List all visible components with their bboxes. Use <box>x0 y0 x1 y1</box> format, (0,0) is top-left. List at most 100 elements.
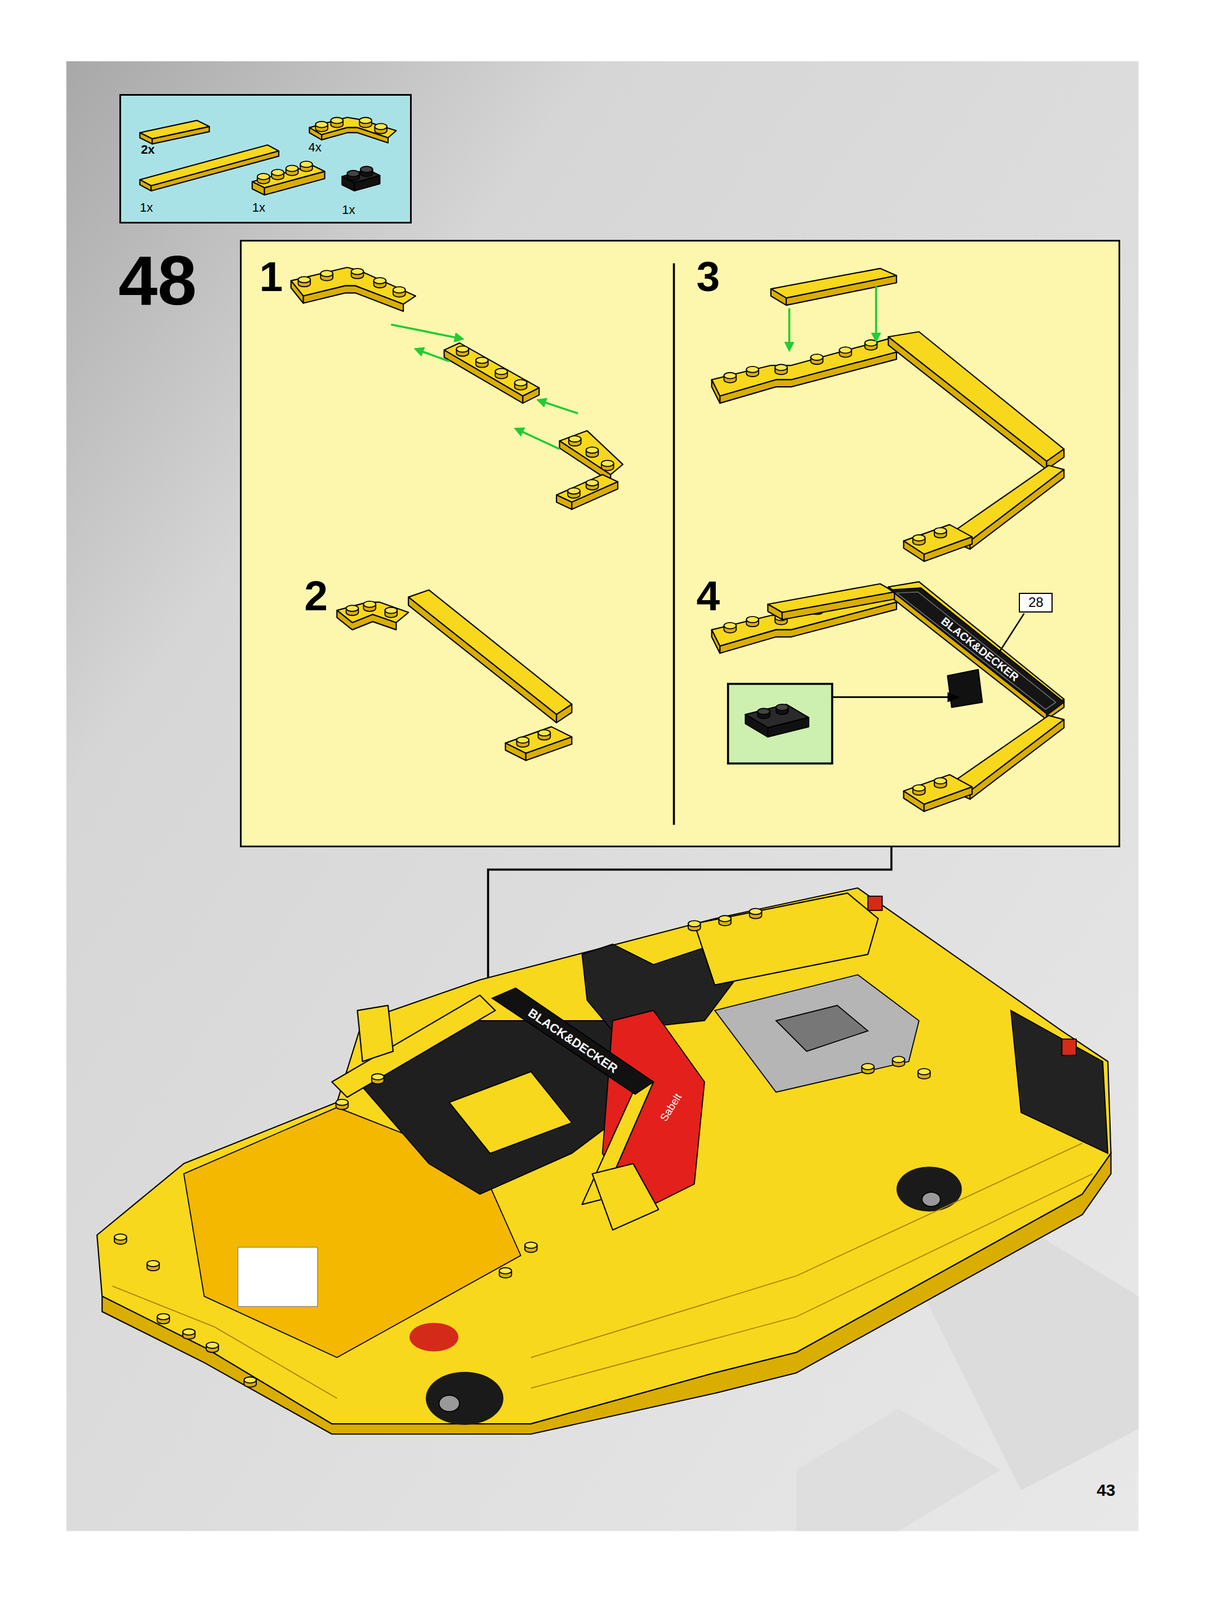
car-model-part <box>892 1056 906 1067</box>
substep-1-drawing-part <box>297 276 311 287</box>
substep-number: 2 <box>304 572 328 620</box>
substep-2-drawing-part <box>526 737 573 761</box>
car-model-part <box>499 1268 512 1279</box>
car-model-part <box>331 995 496 1098</box>
car-model-part <box>492 988 654 1095</box>
parts-drawings-part <box>271 169 284 180</box>
substep-1-drawing-part <box>568 435 582 447</box>
substep-4-drawing-part <box>711 581 1064 812</box>
substep-4-drawing-part <box>890 587 1064 715</box>
car-model-part <box>1010 1010 1108 1154</box>
parts-drawings-part <box>286 165 299 176</box>
substep-1-drawing-part <box>351 268 364 279</box>
substep-4-drawing-part <box>767 604 782 620</box>
seat-logo: Sabelt <box>658 1092 684 1124</box>
car-model-part <box>714 974 920 1093</box>
car-model-part <box>531 1174 1093 1389</box>
substep-4-drawing-part <box>782 592 895 621</box>
instruction-art-part <box>66 61 1139 1532</box>
parts-drawings-part <box>359 117 372 128</box>
substep-4-drawing-part <box>767 718 809 738</box>
sticker-text: BLACK&DECKER <box>526 1006 620 1076</box>
substep-number: 4 <box>696 572 720 620</box>
parts-drawings-part <box>374 123 387 134</box>
parts-drawings-part <box>139 144 279 186</box>
substep-1-drawing-part <box>586 479 599 490</box>
parts-drawings-part <box>152 126 210 145</box>
parts-drawings-part <box>139 179 151 191</box>
substep-2-drawing-part <box>408 597 557 724</box>
panel-fills <box>119 94 1121 848</box>
substep-1-drawing-part <box>495 368 508 379</box>
car-model-part <box>114 1234 127 1245</box>
car-model-part <box>439 1395 460 1412</box>
parts-drawings <box>139 117 396 195</box>
panel-fills-part <box>673 263 676 826</box>
substep-2-drawing <box>336 590 572 761</box>
car-model-part <box>896 1166 962 1212</box>
substep-4-drawing-part <box>998 613 1024 654</box>
part-count: 1x <box>252 201 266 215</box>
car-model-part <box>206 1342 219 1353</box>
substep-2-drawing-part <box>346 605 359 616</box>
page-background-part <box>66 61 1139 1532</box>
step-number: 48 <box>118 244 197 316</box>
substep-1-drawing-part <box>601 460 614 471</box>
parts-drawings-part <box>330 117 343 128</box>
substep-1-drawing-part <box>514 379 528 390</box>
substep-1-drawing-part <box>444 350 524 404</box>
substep-3-drawing-part <box>788 308 791 351</box>
car-model <box>96 888 1111 1435</box>
car-model-part <box>371 1074 385 1085</box>
substep-1-drawing-part <box>415 349 450 362</box>
substep-2-drawing-part <box>385 607 398 618</box>
part-count: 1x <box>341 203 355 217</box>
parts-drawings-part <box>139 132 153 145</box>
substep-4-drawing-part <box>832 696 958 699</box>
substep-4-drawing-part <box>728 684 833 764</box>
substep-1-drawing-part <box>537 400 578 414</box>
car-model-part <box>237 1247 318 1307</box>
substep-4-drawing-part <box>896 592 1056 710</box>
substep-4-drawing-part <box>757 708 770 719</box>
substep-2-drawing-part <box>408 590 572 715</box>
substep-3-drawing-part <box>786 275 897 306</box>
substep-1-drawing-part <box>475 357 489 368</box>
page-number: 43 <box>1096 1482 1116 1500</box>
car-model-part <box>449 1072 573 1154</box>
car-model-part <box>531 1143 1083 1359</box>
car-model-part <box>357 1005 394 1063</box>
panel-fills-part <box>119 94 412 224</box>
panel-fills-part <box>239 239 1121 848</box>
substep-1-drawing-part <box>444 342 540 396</box>
car-model-part <box>688 920 701 931</box>
car-model-part <box>146 1260 160 1272</box>
car-model-part <box>718 915 732 926</box>
substep-3-drawing-part <box>875 286 878 342</box>
substep-1-drawing-part <box>586 447 599 458</box>
car-model-part <box>157 1313 170 1325</box>
part-count: 2x <box>140 143 155 157</box>
car-model-part <box>425 1372 504 1426</box>
parts-drawings-part <box>300 161 313 172</box>
sticker-callout-box: 28 <box>1018 593 1053 613</box>
substep-2-drawing-part <box>537 729 551 741</box>
page-background-part <box>796 1409 1001 1532</box>
car-model-part <box>243 1377 257 1388</box>
car-model-part <box>96 888 1111 1425</box>
part-count: 1x <box>139 201 153 215</box>
substep-1-drawing-part <box>522 388 539 404</box>
car-model-part <box>409 1323 459 1353</box>
part-count: 4x <box>308 140 322 155</box>
substep-number: 1 <box>259 253 283 301</box>
car-model-part <box>335 1099 349 1111</box>
substep-panel: 123428 <box>239 239 1121 848</box>
parts-list-box: 2x 4x 1x 1x 1x <box>119 94 412 224</box>
callout-number: 28 <box>1028 595 1044 610</box>
sticker-text: BLACK&DECKER <box>939 615 1022 684</box>
substep-4-drawing <box>711 581 1064 812</box>
car-model-part <box>867 896 882 911</box>
car-model-part <box>524 1242 538 1253</box>
car-model-part <box>921 1192 941 1207</box>
